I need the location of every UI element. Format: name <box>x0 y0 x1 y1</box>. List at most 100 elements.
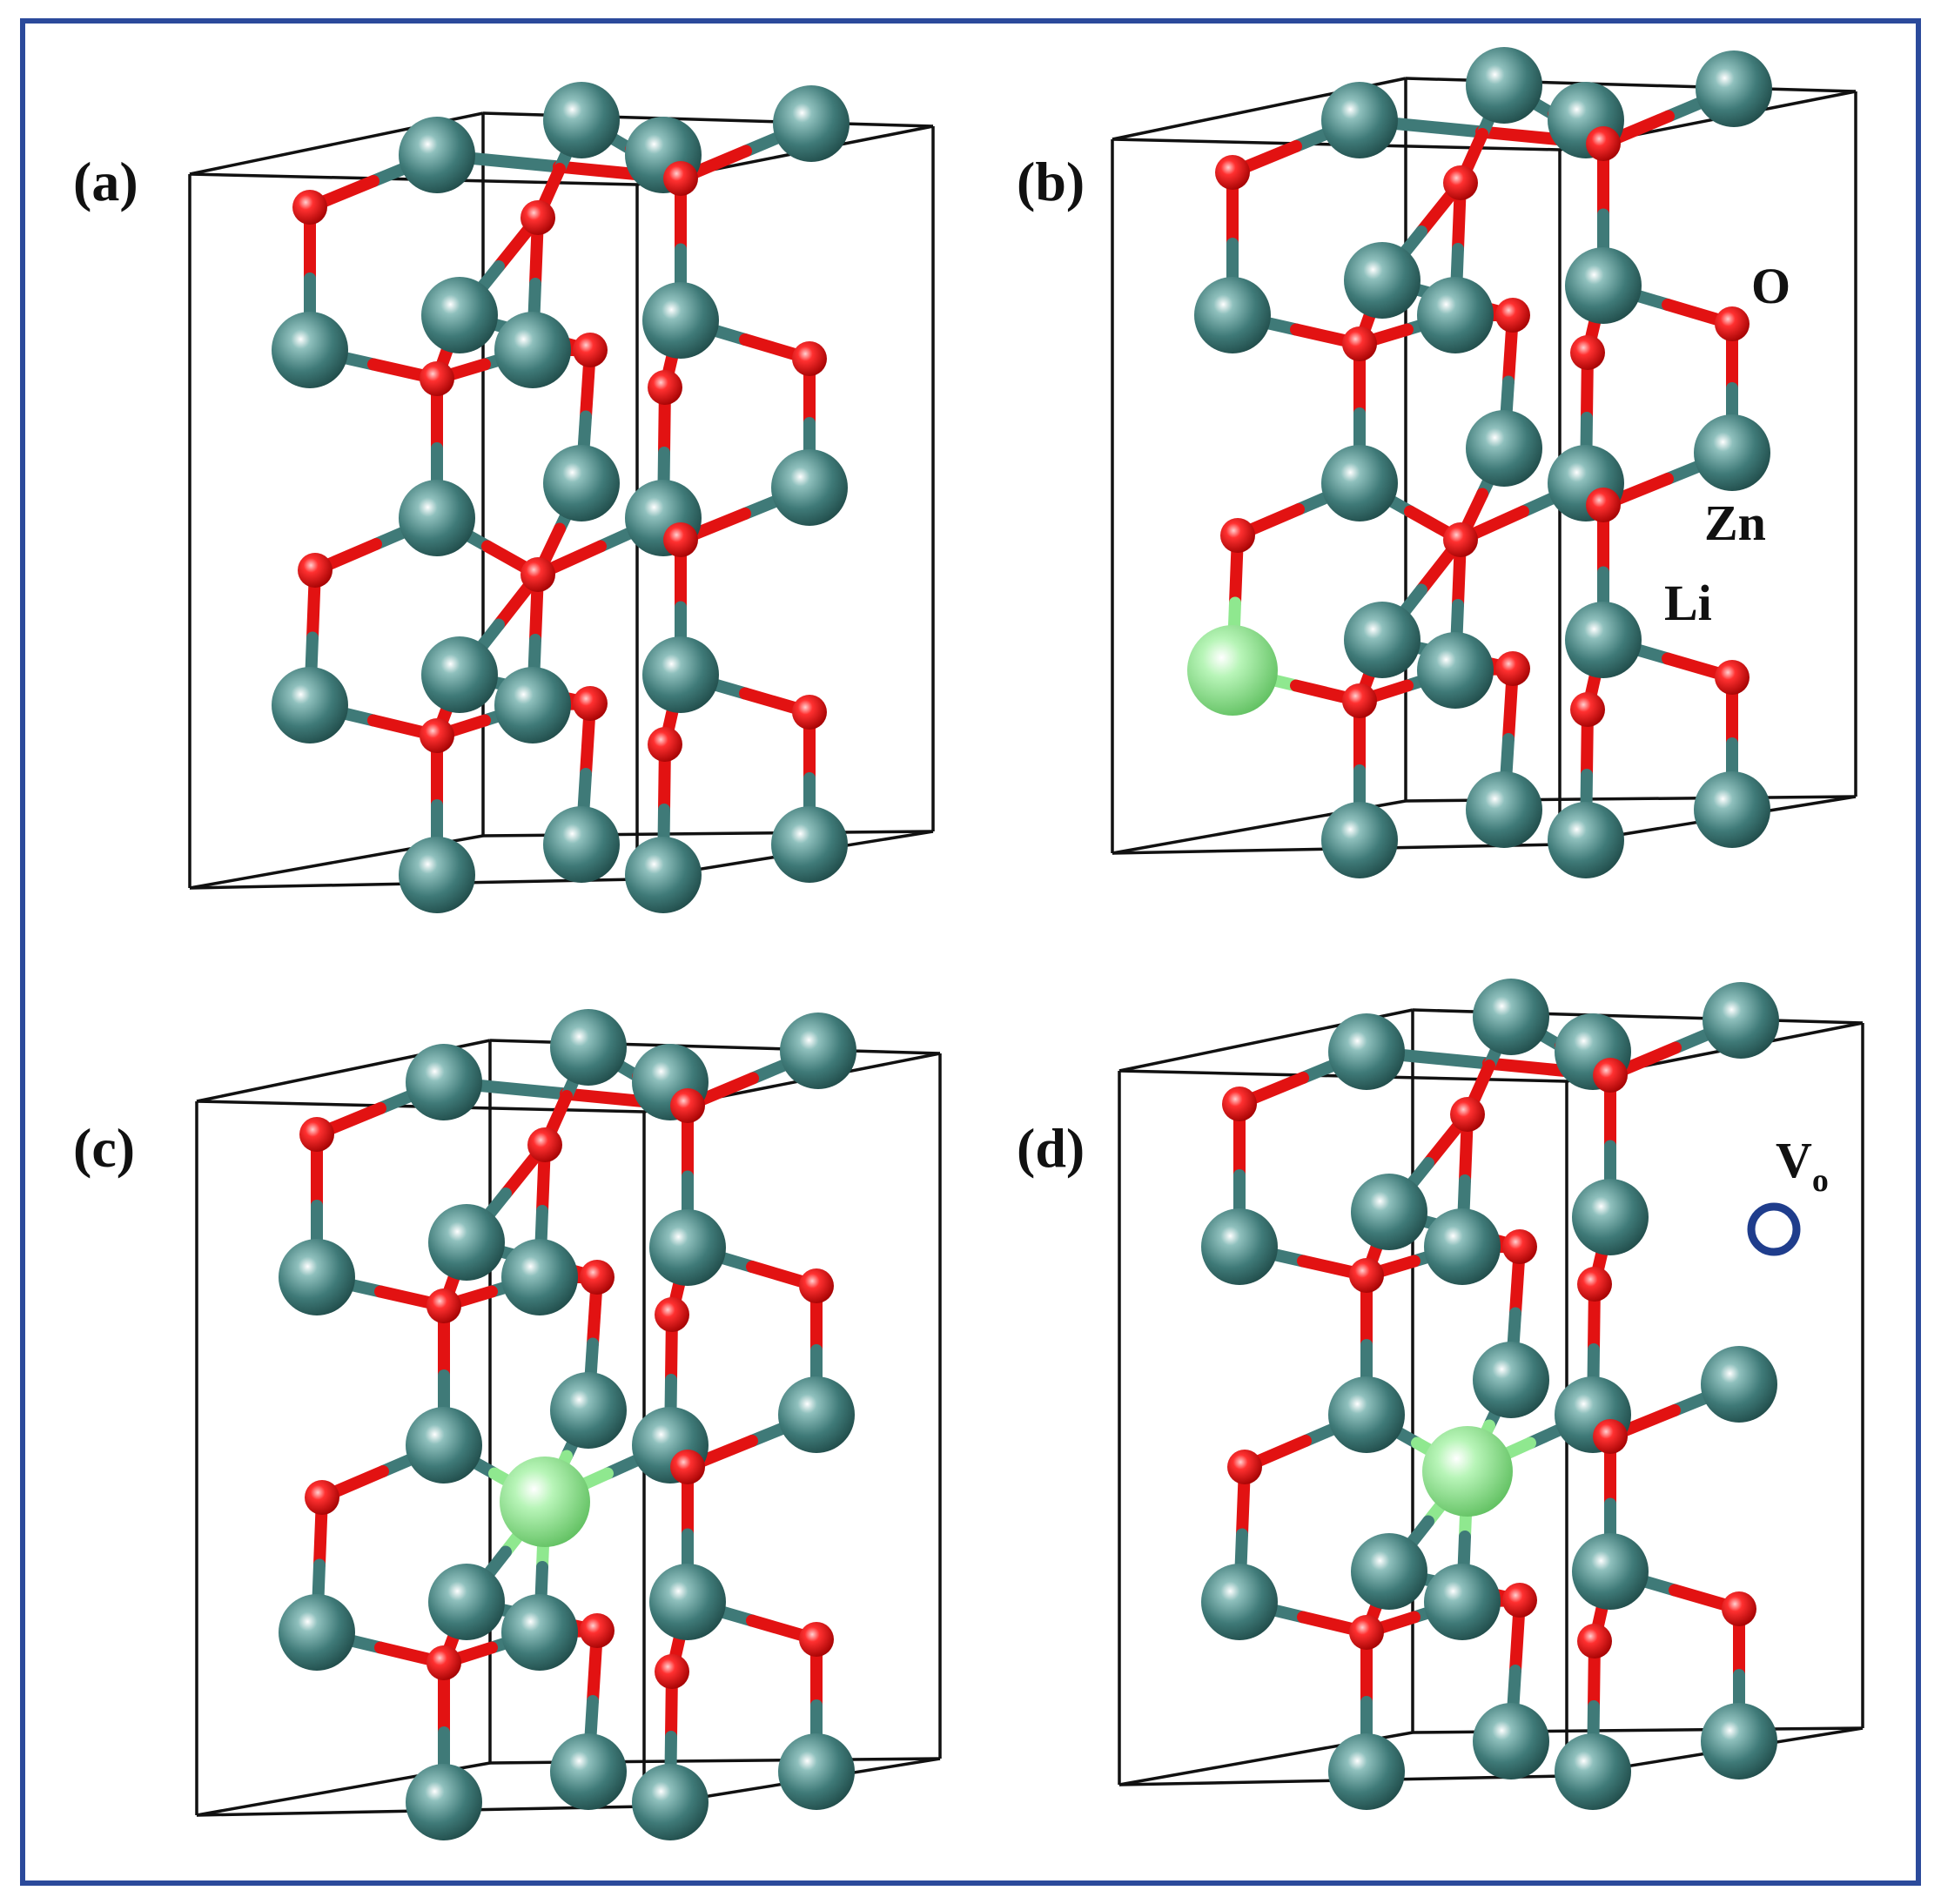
vacancy-subscript: o <box>1812 1162 1829 1199</box>
oxygen-atom <box>420 718 454 753</box>
oxygen-atom <box>1502 1583 1537 1618</box>
zinc-atom <box>1328 1733 1405 1810</box>
oxygen-atom <box>1593 1058 1628 1093</box>
zinc-atom <box>649 1209 726 1286</box>
zinc-atom <box>399 837 475 913</box>
zinc-atom <box>421 277 498 353</box>
zinc-atom <box>1417 277 1494 353</box>
zinc-atom <box>543 82 620 158</box>
oxygen-atom <box>299 1117 334 1152</box>
oxygen-atom <box>1443 165 1478 200</box>
oxygen-atom <box>1570 692 1605 727</box>
zinc-atom <box>1417 632 1494 709</box>
oxygen-atom <box>1577 1624 1612 1658</box>
oxygen-atom <box>670 1088 705 1123</box>
oxygen-atom <box>1227 1450 1262 1484</box>
zinc-atom <box>1466 47 1542 124</box>
label-zinc: Zn <box>1704 495 1766 551</box>
oxygen-atom <box>1450 1097 1485 1132</box>
zinc-atom <box>1473 1342 1549 1418</box>
zinc-atom <box>494 667 571 743</box>
zinc-atom <box>1703 982 1779 1059</box>
figure-frame <box>20 18 1921 1886</box>
oxygen-atom <box>655 1297 689 1332</box>
panel-label-a: (a) <box>73 151 138 212</box>
oxygen-atom <box>1586 126 1621 161</box>
zinc-atom <box>428 1564 505 1640</box>
zinc-atom <box>1466 771 1542 848</box>
oxygen-atom <box>1495 298 1530 333</box>
zinc-atom <box>272 312 348 388</box>
oxygen-atom <box>1349 1615 1384 1650</box>
panel-label-d: (d) <box>1017 1117 1085 1179</box>
zinc-atom <box>1701 1703 1777 1780</box>
oxygen-vacancy-ring <box>1747 1202 1801 1256</box>
oxygen-atom <box>1502 1229 1537 1264</box>
oxygen-atom <box>792 341 827 376</box>
zinc-atom <box>1555 1733 1631 1810</box>
zinc-atom <box>406 1044 482 1120</box>
zinc-atom <box>771 806 848 883</box>
zinc-atom <box>1328 1013 1405 1090</box>
zinc-atom <box>625 837 702 913</box>
oxygen-atom <box>298 553 332 588</box>
zinc-atom <box>649 1564 726 1640</box>
oxygen-atom <box>1222 1087 1257 1121</box>
oxygen-atom <box>655 1654 689 1689</box>
zinc-atom <box>778 1376 855 1453</box>
zinc-atom <box>272 667 348 743</box>
zinc-atom <box>1344 602 1420 678</box>
zinc-atom <box>1701 1346 1777 1423</box>
oxygen-atom <box>521 200 555 235</box>
oxygen-atom <box>1570 335 1605 370</box>
oxygen-atom <box>1342 683 1377 718</box>
zinc-atom <box>1321 445 1398 521</box>
zinc-atom <box>1466 410 1542 487</box>
oxygen-atom <box>1715 660 1750 695</box>
label-lithium: Li <box>1664 575 1712 631</box>
zinc-atom <box>1201 1564 1278 1640</box>
zinc-atom <box>1473 979 1549 1055</box>
zinc-atom <box>543 445 620 521</box>
zinc-atom <box>642 282 719 359</box>
zinc-atom <box>1565 602 1642 678</box>
zinc-atom <box>1473 1703 1549 1780</box>
oxygen-atom <box>1349 1258 1384 1293</box>
zinc-atom <box>1694 771 1770 848</box>
oxygen-atom <box>1722 1591 1756 1626</box>
zinc-atom <box>1344 242 1420 319</box>
oxygen-atom <box>1577 1267 1612 1302</box>
oxygen-atom <box>292 190 327 225</box>
label-vacancy: Vo <box>1776 1132 1829 1199</box>
zinc-atom <box>399 117 475 193</box>
lithium-atom <box>500 1457 590 1547</box>
oxygen-atom <box>799 1622 834 1657</box>
oxygen-atom <box>1586 488 1621 522</box>
panel-label-b: (b) <box>1017 151 1085 212</box>
oxygen-atom <box>527 1127 562 1162</box>
panel-a <box>188 82 935 913</box>
zinc-atom <box>1194 277 1271 353</box>
panel-c <box>195 1009 942 1840</box>
oxygen-atom <box>1443 522 1478 557</box>
oxygen-atom <box>648 727 682 762</box>
oxygen-atom <box>580 1613 615 1648</box>
zinc-atom <box>1694 414 1770 491</box>
oxygen-atom <box>648 370 682 405</box>
oxygen-atom <box>1220 518 1255 553</box>
oxygen-atom <box>663 161 698 196</box>
oxygen-atom <box>426 1645 461 1680</box>
zinc-atom <box>1696 50 1772 127</box>
oxygen-atom <box>426 1288 461 1323</box>
zinc-atom <box>1565 247 1642 324</box>
oxygen-atom <box>663 522 698 557</box>
panel-label-c: (c) <box>73 1117 135 1179</box>
zinc-atom <box>778 1733 855 1810</box>
zinc-atom <box>399 480 475 556</box>
oxygen-atom <box>573 333 608 367</box>
oxygen-atom <box>1495 651 1530 686</box>
zinc-atom <box>543 806 620 883</box>
oxygen-atom <box>580 1260 615 1295</box>
zinc-atom <box>771 449 848 526</box>
zinc-atom <box>406 1407 482 1484</box>
